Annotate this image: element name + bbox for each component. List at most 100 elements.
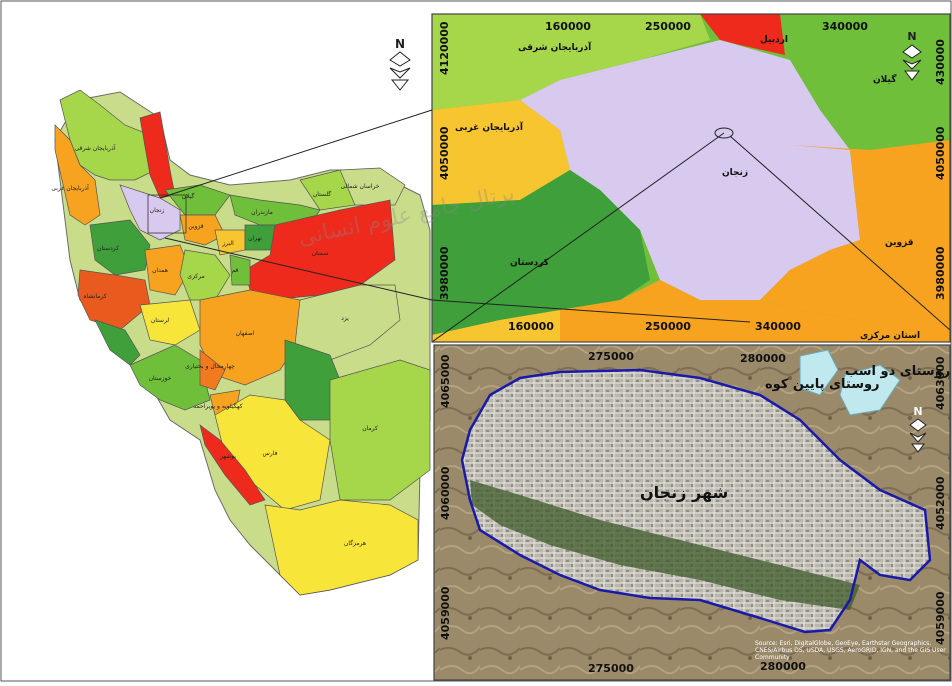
- y-tick-left: 4059000: [439, 586, 452, 640]
- province-label: هرمزگان: [344, 539, 366, 547]
- zone-ardabil: [700, 14, 785, 55]
- province-kordestan: [89, 219, 151, 276]
- label-markazi: استان مرکزی: [860, 331, 920, 341]
- zanjan-map-ticks: 160000 250000 340000 160000 250000 34000…: [438, 20, 947, 333]
- province-label: آذربایجان شرقی: [75, 143, 116, 152]
- north-arrow-zanjan: N: [902, 30, 922, 81]
- zone-qazvin: [760, 140, 950, 342]
- north-arrow-iran: N: [389, 37, 411, 91]
- y-tick-left: 4050000: [438, 126, 451, 180]
- province-label: اصفهان: [236, 330, 255, 337]
- province-label: قم: [232, 267, 239, 274]
- connector-line: [164, 237, 433, 301]
- label-ardabil: اردبیل: [760, 35, 788, 45]
- province-label: گلستان: [313, 190, 331, 198]
- connector-line: [729, 135, 950, 331]
- label-qazvin: قزوین: [885, 238, 914, 248]
- y-tick-left: 3980000: [438, 246, 451, 300]
- province-label: کرمان: [362, 425, 378, 432]
- label-kordestan: کردستان: [510, 258, 550, 268]
- province-label: کهگیلویه و بویراحمد: [193, 402, 242, 410]
- province-label: همدان: [152, 267, 168, 274]
- y-tick-left: 4120000: [438, 21, 451, 75]
- province-label: قزوین: [188, 223, 203, 230]
- label-gilan: گیلان: [873, 73, 897, 85]
- x-tick-top: 340000: [822, 20, 868, 33]
- x-tick-top: 280000: [740, 352, 786, 365]
- svg-text:N: N: [913, 405, 922, 418]
- zanjan-city-marker: [714, 127, 734, 139]
- province-label: بوشهر: [219, 453, 236, 460]
- province-kermanshah: [77, 269, 151, 331]
- x-tick-bottom: 275000: [588, 662, 634, 675]
- province-azar-gharbi: [54, 124, 101, 226]
- y-tick-left: 4065000: [439, 354, 452, 408]
- province-ilam: [94, 319, 141, 366]
- province-label: یزد: [341, 315, 349, 322]
- city-map-labels: شهر زنجان روستای پایین کوه روستای دو اسب…: [640, 364, 950, 661]
- province-zanjan: [119, 184, 181, 241]
- y-tick-right: 4063000: [934, 356, 947, 410]
- province-bushehr: [199, 424, 266, 506]
- y-tick-right: 4052000: [934, 476, 947, 530]
- province-label: کردستان: [97, 245, 119, 252]
- city-map-ticks: 275000 280000 275000 280000 4065000 4060…: [439, 350, 947, 675]
- y-tick-right: 3980000: [934, 246, 947, 300]
- city-map-frame: [433, 344, 951, 681]
- zanjan-map-labels: اردبیل آذربایجان شرقی آذربایجان غربی گیل…: [455, 35, 920, 341]
- zanjan-map: [432, 14, 950, 342]
- village-pond-2: [839, 364, 901, 416]
- province-khorasan-shomali: [339, 167, 406, 206]
- province-label: گیلان: [182, 192, 195, 200]
- zone-markazi: [560, 280, 900, 342]
- province-label: سمنان: [312, 250, 329, 257]
- x-tick-top: 275000: [588, 350, 634, 363]
- province-label: تهران: [248, 235, 262, 242]
- city-boundary: [460, 368, 932, 634]
- zone-kordestan: [432, 170, 650, 335]
- label-village-do-asb: روستای دو اسب: [845, 364, 950, 379]
- label-city: شهر زنجان: [640, 483, 728, 502]
- province-label: آذربایجان غربی: [51, 183, 89, 192]
- province-label: خوزستان: [149, 375, 172, 382]
- province-hamadan: [144, 244, 191, 296]
- north-arrow-city: N: [909, 405, 927, 453]
- province-label: لرستان: [151, 317, 169, 324]
- province-label: البرز: [221, 240, 234, 247]
- province-lorestan: [139, 299, 201, 346]
- y-tick-right: 4059000: [934, 591, 947, 645]
- label-azar-gharbi: آذربایجان غربی: [455, 121, 524, 133]
- province-label: فارس: [263, 450, 278, 457]
- x-tick-bottom: 160000: [508, 320, 554, 333]
- label-zanjan: زنجان: [722, 168, 748, 178]
- province-label: مازندران: [251, 209, 273, 216]
- zone-azar-sharghi: [432, 14, 710, 110]
- label-village-paein-kouh: روستای پایین کوه: [765, 377, 880, 392]
- iran-zanjan-highlight: [147, 194, 187, 234]
- y-tick-right: 430000: [934, 39, 947, 85]
- city-map: [434, 345, 950, 680]
- urban-area: [462, 370, 930, 632]
- province-label: کرمانشاه: [83, 293, 106, 300]
- x-tick-top: 160000: [545, 20, 591, 33]
- zanjan-map-frame: [431, 13, 951, 343]
- iran-map: [54, 89, 431, 596]
- y-tick-left: 4060000: [439, 466, 452, 520]
- x-tick-bottom: 280000: [760, 660, 806, 673]
- x-tick-bottom: 250000: [645, 320, 691, 333]
- green-belt: [470, 480, 860, 610]
- source-credit: Source: Esri, DigitalGlobe, GeoEye, Eart…: [755, 640, 946, 661]
- province-ardabil: [139, 111, 176, 199]
- zone-zanjan: [520, 40, 860, 300]
- svg-text:N: N: [907, 30, 916, 43]
- province-qazvin: [179, 214, 226, 246]
- province-chaharmahal: [199, 349, 226, 391]
- y-tick-right: 4050000: [934, 126, 947, 180]
- connector-line: [159, 109, 433, 199]
- zone-hamadan: [432, 310, 560, 342]
- province-label: زنجان: [150, 207, 165, 214]
- province-khuzestan: [129, 344, 211, 411]
